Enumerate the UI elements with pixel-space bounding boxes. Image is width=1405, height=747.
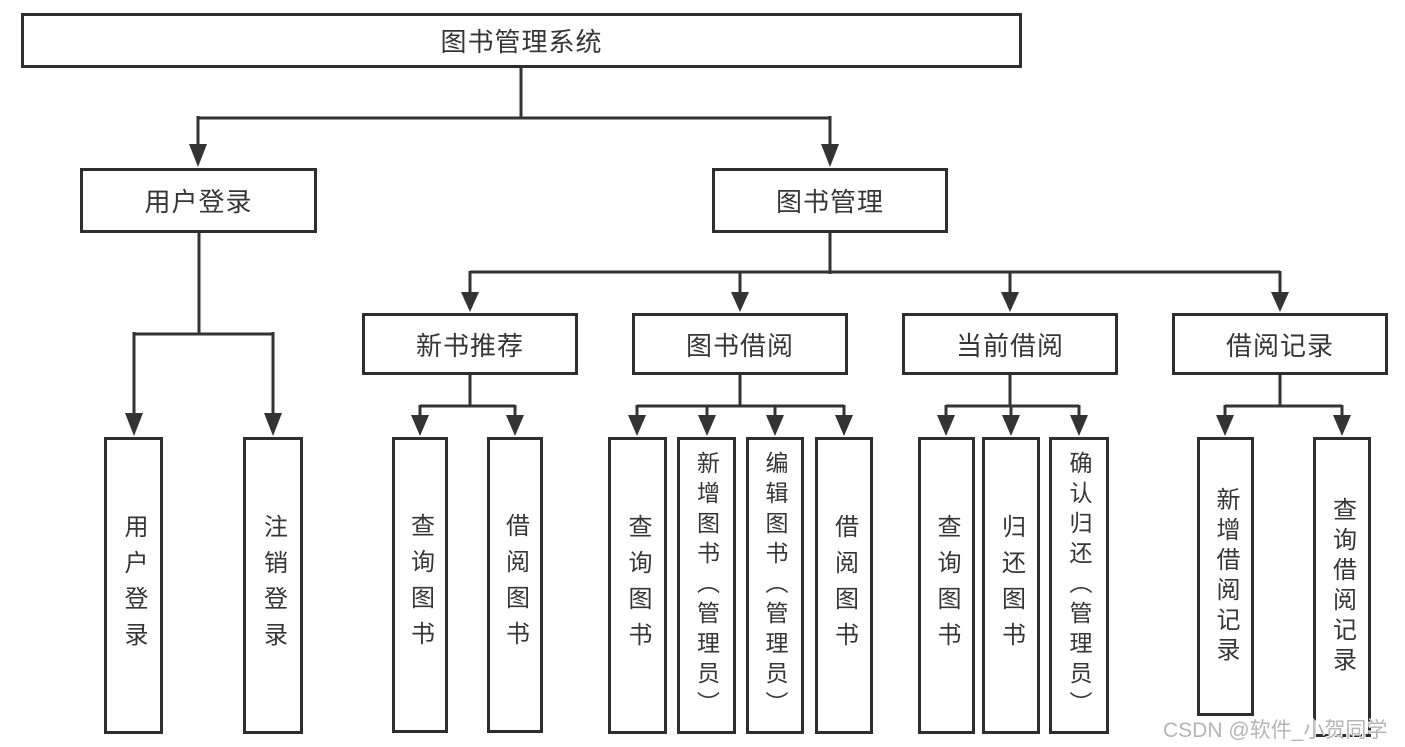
leaf-edit-books-admin: 编辑图书（管理员） — [746, 437, 804, 734]
node-user-login: 用户登录 — [80, 168, 317, 233]
leaf-logout-label: 注销登录 — [259, 513, 287, 658]
csdn-watermark: CSDN @软件_小贺同学 — [1163, 719, 1388, 742]
leaf-query-books-1: 查询图书 — [392, 437, 448, 733]
leaf-borrow-books-2: 借阅图书 — [815, 437, 873, 734]
node-book-management-label: 图书管理 — [775, 187, 884, 217]
node-book-management: 图书管理 — [712, 168, 948, 233]
node-book-borrowing-label: 图书借阅 — [685, 330, 794, 361]
leaf-add-borrow-record: 新增借阅记录 — [1197, 437, 1254, 716]
leaf-user-login: 用户登录 — [104, 437, 163, 734]
leaf-query-books-3: 查询图书 — [918, 437, 975, 734]
node-current-borrowing: 当前借阅 — [902, 313, 1118, 375]
node-new-book-recommend: 新书推荐 — [362, 313, 578, 375]
leaf-query-borrow-record: 查询借阅记录 — [1313, 437, 1371, 737]
leaf-borrow-books-2-label: 借阅图书 — [830, 513, 858, 658]
node-root: 图书管理系统 — [21, 13, 1022, 68]
node-borrow-records-label: 借阅记录 — [1225, 330, 1334, 361]
leaf-edit-books-admin-label: 编辑图书（管理员） — [762, 450, 788, 721]
leaf-add-borrow-record-label: 新增借阅记录 — [1212, 486, 1239, 667]
node-book-borrowing: 图书借阅 — [632, 313, 848, 375]
leaf-query-books-2-label: 查询图书 — [624, 513, 651, 658]
leaf-borrow-books-1: 借阅图书 — [487, 437, 543, 733]
leaf-user-login-label: 用户登录 — [120, 513, 147, 658]
leaf-query-borrow-record-label: 查询借阅记录 — [1328, 497, 1356, 677]
leaf-return-books: 归还图书 — [982, 437, 1040, 734]
leaf-borrow-books-1-label: 借阅图书 — [501, 513, 529, 657]
leaf-query-books-3-label: 查询图书 — [933, 513, 960, 658]
leaf-query-books-1-label: 查询图书 — [406, 513, 434, 657]
node-new-book-recommend-label: 新书推荐 — [415, 330, 524, 361]
leaf-add-books-admin: 新增图书（管理员） — [677, 437, 736, 734]
leaf-return-books-label: 归还图书 — [997, 513, 1025, 658]
leaf-confirm-return-admin-label: 确认归还（管理员） — [1066, 450, 1092, 721]
node-borrow-records: 借阅记录 — [1172, 313, 1388, 375]
leaf-confirm-return-admin: 确认归还（管理员） — [1049, 437, 1109, 734]
node-current-borrowing-label: 当前借阅 — [955, 330, 1064, 361]
leaf-query-books-2: 查询图书 — [608, 437, 667, 734]
leaf-logout: 注销登录 — [243, 437, 303, 734]
node-user-login-label: 用户登录 — [144, 187, 253, 217]
node-root-label: 图书管理系统 — [440, 27, 603, 57]
leaf-add-books-admin-label: 新增图书（管理员） — [693, 450, 720, 721]
